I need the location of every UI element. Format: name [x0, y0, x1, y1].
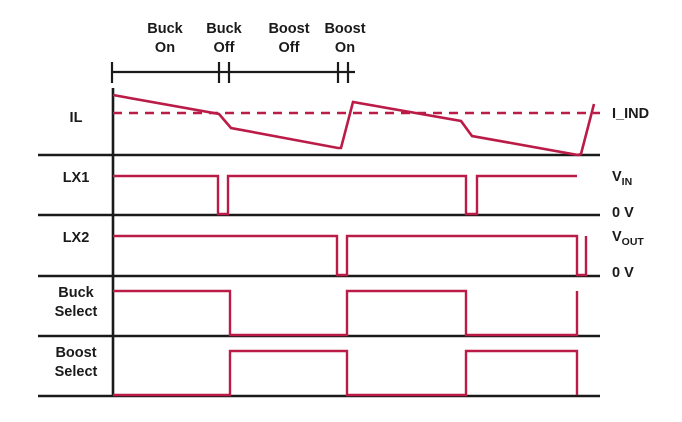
row-label-buck-select-line1: Buck: [58, 285, 94, 301]
phase-label-buck-on-line1: Buck: [147, 21, 183, 37]
right-label-lx2-zero-volt: 0 V: [612, 265, 634, 281]
row-label-lx1: LX1: [63, 170, 90, 186]
phase-label-boost-on-line1: Boost: [324, 21, 365, 37]
phase-label-buck-off-line1: Buck: [206, 21, 242, 37]
boost-select-waveform-group: [113, 349, 579, 397]
row-label-buck-select-line2: Select: [55, 304, 98, 320]
buck-select-trace: [113, 289, 579, 337]
lx2-waveform-group: [113, 234, 588, 277]
right-label-vout: VOUT: [612, 229, 644, 248]
row-label-lx2: LX2: [63, 230, 90, 246]
phase-label-boost-off-line2: Off: [279, 40, 300, 56]
right-label-group: I_IND VIN 0 V VOUT 0 V: [612, 106, 649, 281]
buck-select-waveform-group: [113, 289, 579, 337]
lx2-trace: [113, 234, 588, 277]
row-label-boost-select-line2: Select: [55, 364, 98, 380]
row-label-il: IL: [70, 110, 83, 126]
il-current-trace: [112, 93, 596, 157]
phase-label-buck-on-line2: On: [155, 40, 175, 56]
row-label-group: IL LX1 LX2 Buck Select Boost Select: [55, 110, 98, 380]
right-label-vout-sub: OUT: [622, 236, 645, 248]
phase-label-group: Buck On Buck Off Boost Off Boost On: [147, 21, 365, 56]
phase-label-boost-on-line2: On: [335, 40, 355, 56]
right-label-vin: VIN: [612, 169, 632, 188]
phase-label-buck-off-line2: Off: [214, 40, 235, 56]
right-label-i-ind: I_IND: [612, 106, 649, 122]
lx1-trace: [113, 174, 577, 216]
row-label-boost-select-line1: Boost: [55, 345, 96, 361]
lx1-waveform-group: [113, 174, 577, 216]
il-waveform-group: [112, 93, 600, 157]
right-label-vin-sub: IN: [622, 176, 633, 188]
phase-ruler: [110, 62, 355, 83]
right-label-lx1-zero-volt: 0 V: [612, 205, 634, 221]
boost-select-trace: [113, 349, 579, 397]
right-label-vout-main: V: [612, 229, 622, 245]
phase-label-boost-off-line1: Boost: [268, 21, 309, 37]
right-label-vin-main: V: [612, 169, 622, 185]
